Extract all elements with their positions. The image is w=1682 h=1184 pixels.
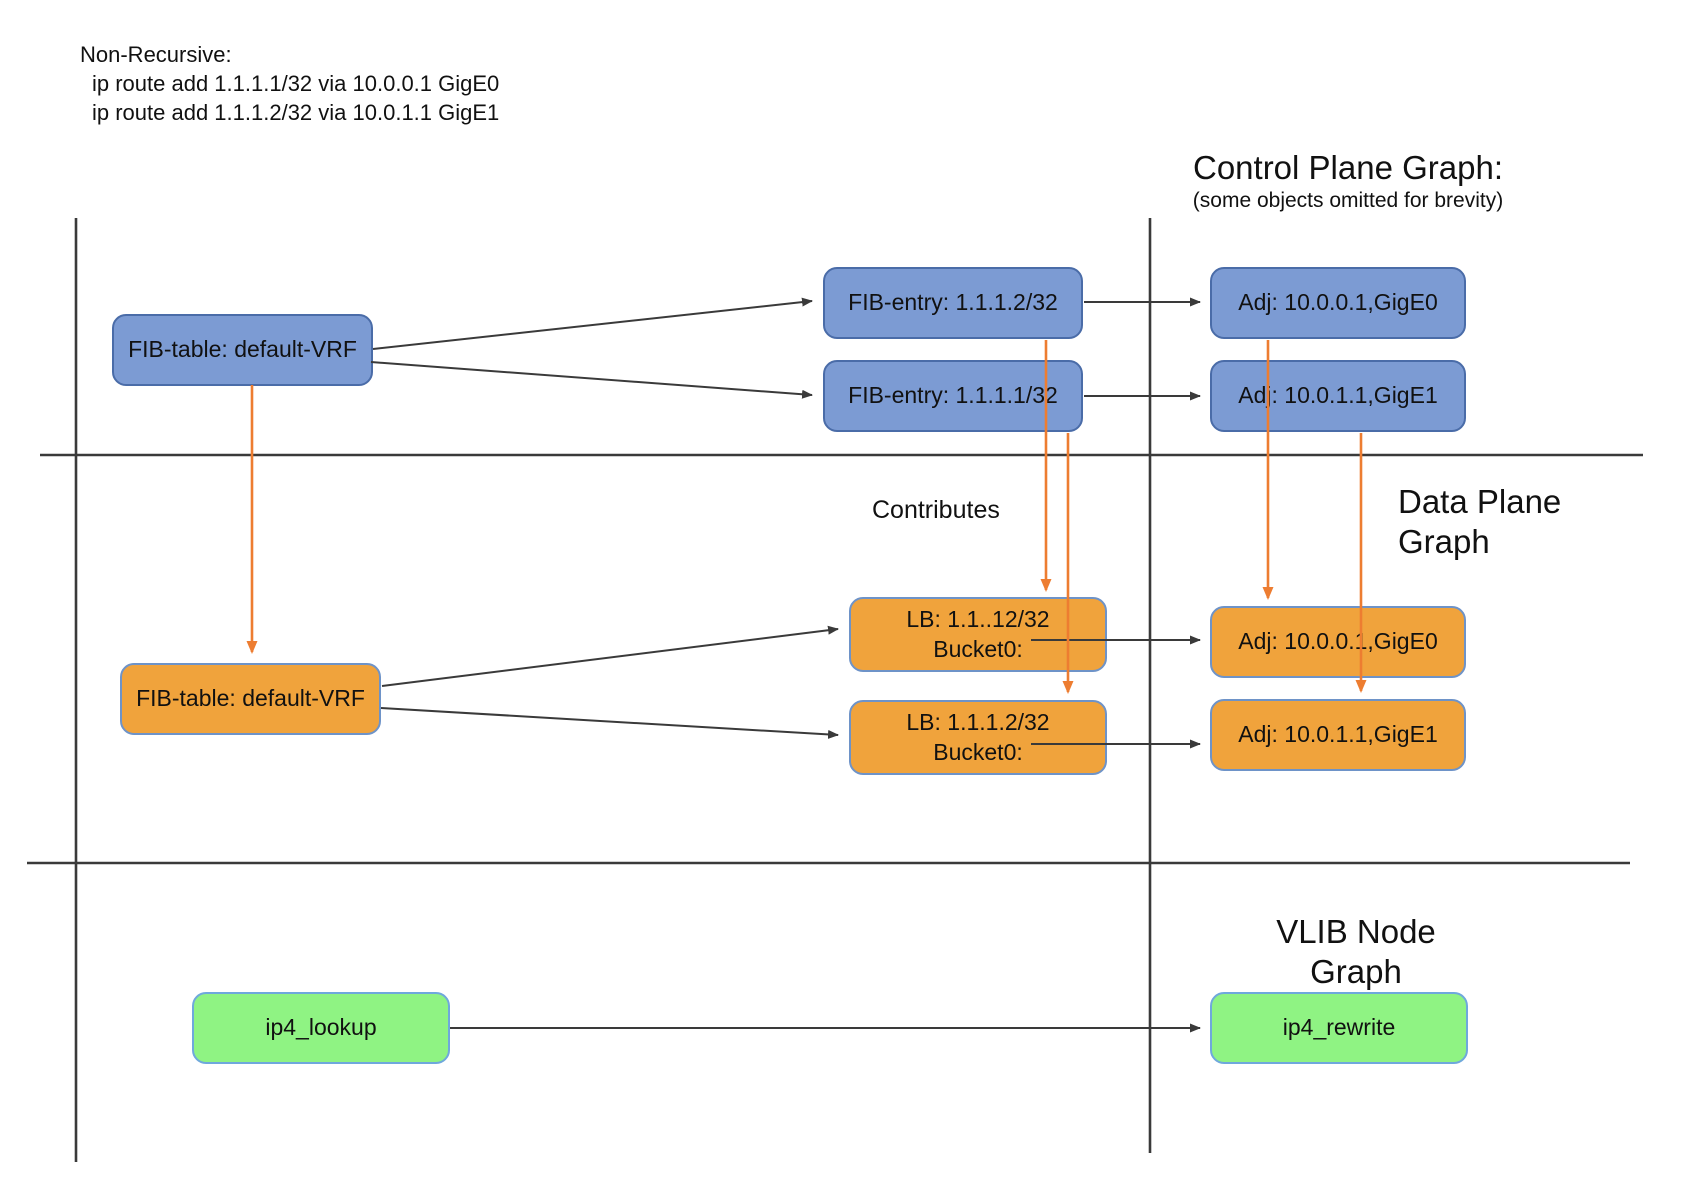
node-vlib-ip4-lookup: ip4_lookup (192, 992, 450, 1064)
node-cp-fib-entry-1111: FIB-entry: 1.1.1.1/32 (823, 360, 1083, 432)
route-commands-block: Non-Recursive: ip route add 1.1.1.1/32 v… (80, 40, 499, 127)
route-command-2: ip route add 1.1.1.2/32 via 10.0.1.1 Gig… (92, 100, 500, 126)
node-dp-fib-table-label: FIB-table: default-VRF (136, 685, 365, 712)
data-plane-title-line2: Graph (1398, 523, 1490, 561)
node-cp-fib-table: FIB-table: default-VRF (112, 314, 373, 386)
arrow-dp-fibtable-to-lb1 (381, 625, 839, 687)
arrow-cp-fibtable-to-fibentry-1111 (370, 361, 813, 399)
node-dp-lb2-line1: LB: 1.1.1.2/32 (906, 708, 1050, 735)
data-plane-title-line1: Data Plane (1398, 483, 1562, 520)
node-cp-adj-gige1-label: Adj: 10.0.1.1,GigE1 (1238, 382, 1438, 409)
node-vlib-ip4-lookup-label: ip4_lookup (265, 1014, 377, 1041)
node-dp-adj-gige1: Adj: 10.0.1.1,GigE1 (1210, 699, 1466, 771)
node-dp-lb1-line1: LB: 1.1..12/32 (906, 605, 1050, 632)
contributes-label: Contributes (872, 496, 1000, 524)
node-dp-adj-gige0-label: Adj: 10.0.0.1,GigE0 (1238, 628, 1438, 655)
control-plane-title: Control Plane Graph: (1192, 149, 1503, 186)
control-plane-title-block: Control Plane Graph: (some objects omitt… (1158, 148, 1538, 213)
node-dp-lb2: LB: 1.1.1.2/32 Bucket0: (849, 700, 1107, 775)
vlib-title-line1: VLIB Node (1276, 913, 1436, 950)
node-cp-adj-gige1: Adj: 10.0.1.1,GigE1 (1210, 360, 1466, 432)
node-vlib-ip4-rewrite: ip4_rewrite (1210, 992, 1468, 1064)
route-commands-title: Non-Recursive: (80, 42, 232, 67)
node-dp-lb2-line2: Bucket0: (933, 738, 1023, 765)
vlib-title-line2: Graph (1310, 953, 1402, 991)
node-cp-adj-gige0: Adj: 10.0.0.1,GigE0 (1210, 267, 1466, 339)
node-dp-adj-gige0: Adj: 10.0.0.1,GigE0 (1210, 606, 1466, 678)
node-vlib-ip4-rewrite-label: ip4_rewrite (1282, 1014, 1396, 1041)
node-cp-fib-entry-1112: FIB-entry: 1.1.1.2/32 (823, 267, 1083, 339)
vlib-title-block: VLIB Node Graph (1250, 912, 1462, 993)
node-dp-adj-gige1-label: Adj: 10.0.1.1,GigE1 (1238, 721, 1438, 748)
node-dp-fib-table: FIB-table: default-VRF (120, 663, 381, 735)
node-cp-fib-entry-1112-label: FIB-entry: 1.1.1.2/32 (848, 289, 1058, 316)
node-cp-fib-entry-1111-label: FIB-entry: 1.1.1.1/32 (848, 382, 1058, 409)
node-dp-lb1-line2: Bucket0: (933, 635, 1023, 662)
data-plane-title-block: Data Plane Graph (1398, 482, 1561, 563)
control-plane-subtitle: (some objects omitted for brevity) (1192, 189, 1504, 213)
arrow-dp-fibtable-to-lb2 (380, 707, 839, 739)
node-cp-fib-table-label: FIB-table: default-VRF (128, 336, 357, 363)
arrow-cp-fibtable-to-fibentry-1112 (372, 297, 813, 350)
route-command-1: ip route add 1.1.1.1/32 via 10.0.0.1 Gig… (92, 71, 500, 97)
node-dp-lb1: LB: 1.1..12/32 Bucket0: (849, 597, 1107, 672)
node-cp-adj-gige0-label: Adj: 10.0.0.1,GigE0 (1238, 289, 1438, 316)
